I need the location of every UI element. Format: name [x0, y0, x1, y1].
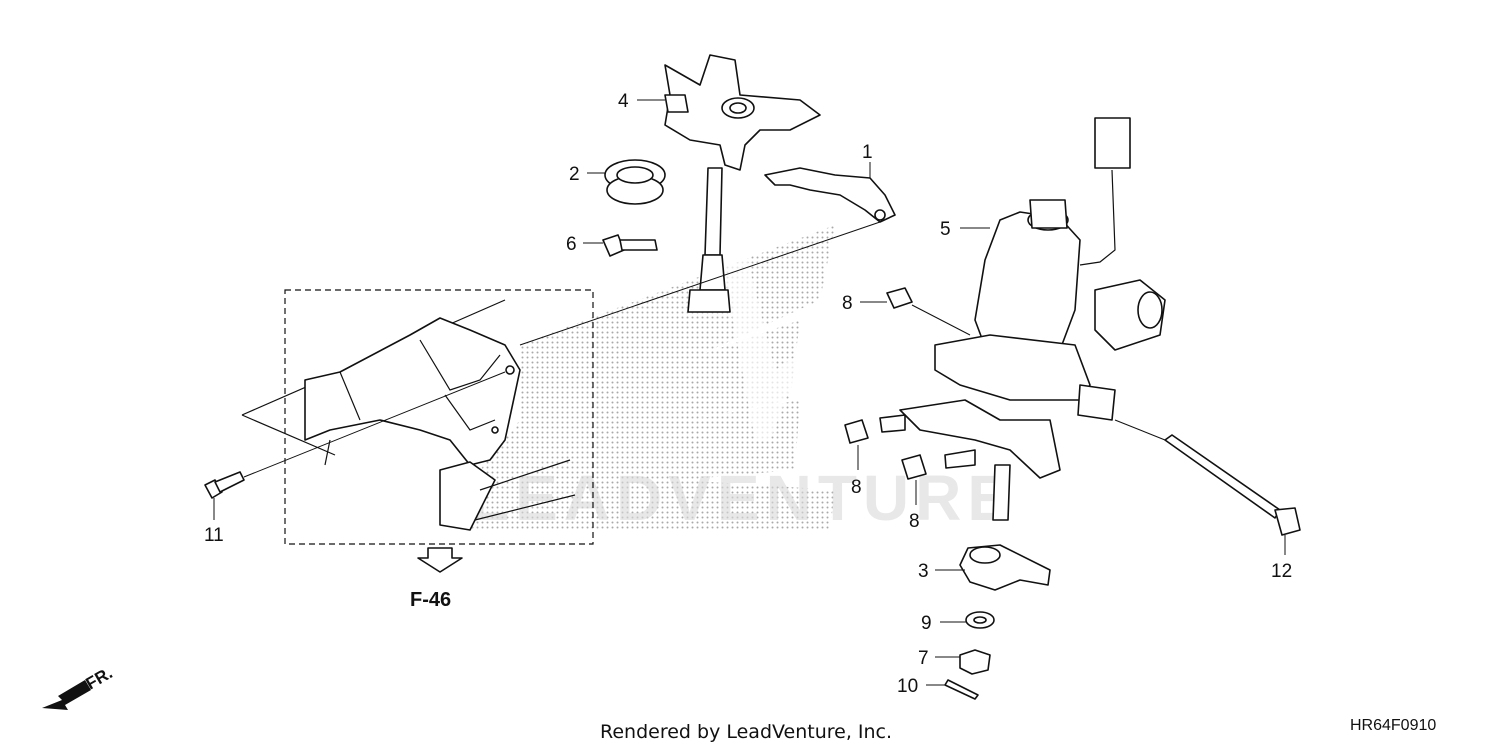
bolt-6	[602, 234, 658, 257]
bolt-11	[204, 371, 506, 499]
washer-9	[965, 611, 995, 629]
callout-2: 2	[569, 164, 580, 185]
callout-3: 3	[918, 561, 929, 582]
nut-8-left	[844, 419, 869, 444]
frame-reference-box	[284, 289, 594, 545]
callout-4: 4	[618, 91, 629, 112]
reference-label: F-46	[410, 589, 451, 611]
callout-12: 12	[1271, 561, 1292, 582]
callout-8-left: 8	[851, 477, 862, 498]
nut-8-right	[901, 454, 927, 480]
bracket-1	[764, 167, 896, 223]
diagram-code: HR64F0910	[1350, 717, 1436, 734]
pitman-arm-3	[959, 544, 1051, 591]
nut-8-upper	[886, 287, 971, 336]
watermark-text: LEADVENTURE	[470, 462, 1016, 534]
eps-unit-5	[879, 117, 1166, 521]
callout-7: 7	[918, 648, 929, 669]
callout-11: 11	[204, 525, 224, 546]
callout-1: 1	[862, 142, 873, 163]
frame-structure	[241, 299, 576, 531]
bolt-12	[1164, 434, 1301, 536]
footer-credit: Rendered by LeadVenture, Inc.	[600, 721, 892, 743]
front-direction-arrow	[42, 680, 91, 710]
cotter-pin-10	[944, 679, 979, 700]
reference-arrow	[417, 547, 463, 573]
callout-9: 9	[921, 613, 932, 634]
callout-10: 10	[897, 676, 918, 697]
nut-7	[959, 649, 991, 675]
callout-6: 6	[566, 234, 577, 255]
callout-8-right: 8	[909, 511, 920, 532]
callout-leaders	[213, 99, 1286, 686]
callout-5: 5	[940, 219, 951, 240]
callout-8-upper: 8	[842, 293, 853, 314]
watermark-logo: LEADVENTURE	[470, 225, 1016, 534]
dust-seal-2	[604, 159, 666, 205]
